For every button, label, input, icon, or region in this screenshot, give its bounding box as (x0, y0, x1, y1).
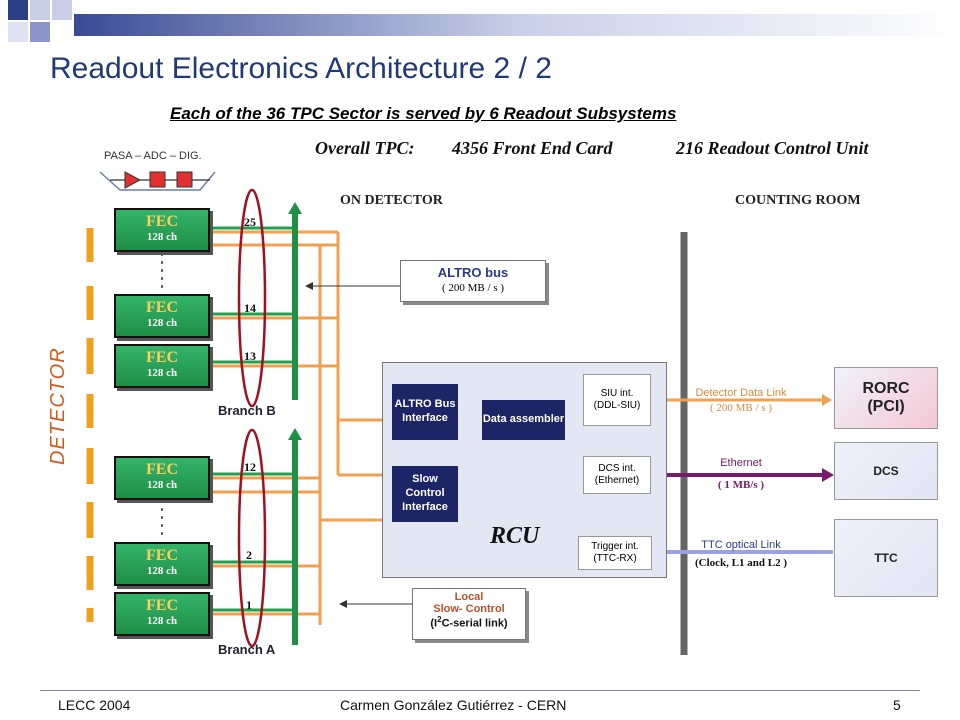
rorc-box: RORC(PCI) (834, 367, 938, 429)
local-slow-control-line1: Local (454, 591, 484, 603)
ddl-link-label: Detector Data Link ( 200 MB / s ) (695, 387, 787, 414)
slide-subtitle: Each of the 36 TPC Sector is served by 6… (170, 104, 677, 123)
slot-number-13: 13 (244, 349, 256, 363)
ethernet-link-label: Ethernet (720, 457, 762, 469)
slot-number-25: 25 (244, 215, 256, 229)
footer-left: LECC 2004 (58, 697, 131, 713)
ddl-link (650, 394, 832, 406)
branch-a-oval (237, 428, 267, 648)
altro-bus-interface-box: ALTRO Bus Interface (392, 384, 458, 440)
footer-author: Carmen González Gutiérrez - CERN (340, 697, 567, 713)
altro-bus-title: ALTRO bus (437, 265, 509, 280)
on-detector-label: ON DETECTOR (340, 193, 443, 208)
branch-b-bus (288, 202, 302, 400)
ttc-link-rate: (Clock, L1 and L2 ) (695, 557, 787, 569)
dcs-interface-box: DCS int.(Ethernet) (583, 456, 651, 494)
detector-label: DETECTOR (47, 347, 69, 465)
branch-a-bus (288, 428, 302, 645)
slot-number-2: 2 (246, 548, 252, 562)
overall-rcu-count: 216 Readout Control Unit (676, 138, 869, 158)
footer-divider (40, 690, 920, 691)
branch-b-label: Branch B (218, 403, 276, 418)
slot-number-12: 12 (244, 460, 256, 474)
local-slow-control-line2: Slow- Control (433, 603, 505, 615)
siu-interface-box: SIU int.(DDL-SIU) (583, 374, 651, 426)
dcs-box: DCS (834, 442, 938, 500)
ttc-box: TTC (834, 519, 938, 597)
overall-label: Overall TPC: (315, 138, 415, 158)
branch-a-label: Branch A (218, 642, 276, 657)
local-slow-control-line3: (I2C-serial link) (430, 615, 508, 630)
altro-bus-callout: ALTRO bus ( 200 MB / s ) (400, 260, 546, 302)
footer-page-number: 5 (893, 697, 901, 713)
overall-fec-count: 4356 Front End Card (452, 138, 613, 158)
slot-number-1: 1 (246, 598, 252, 612)
slow-control-interface-box: Slow Control Interface (392, 466, 458, 522)
counting-room-label: COUNTING ROOM (735, 193, 861, 208)
rcu-label: RCU (490, 523, 540, 549)
pasa-label: PASA – ADC – DIG. (104, 150, 202, 162)
altro-bus-rate: ( 200 MB / s ) (441, 282, 505, 294)
trigger-interface-box: Trigger int.(TTC-RX) (578, 536, 652, 570)
slot-number-14: 14 (244, 301, 256, 315)
branch-b-oval (237, 188, 267, 408)
green-wires (210, 226, 295, 612)
local-slow-control-callout: Local Slow- Control (I2C-serial link) (412, 588, 526, 640)
ethernet-link-rate: ( 1 MB/s ) (717, 479, 765, 491)
slide-title: Readout Electronics Architecture 2 / 2 (50, 52, 552, 85)
pasa-chain-icon (99, 171, 216, 191)
corner-decoration (0, 0, 960, 50)
data-assembler-box: Data assembler (482, 400, 565, 440)
ttc-link-label: TTC optical Link (701, 539, 781, 551)
